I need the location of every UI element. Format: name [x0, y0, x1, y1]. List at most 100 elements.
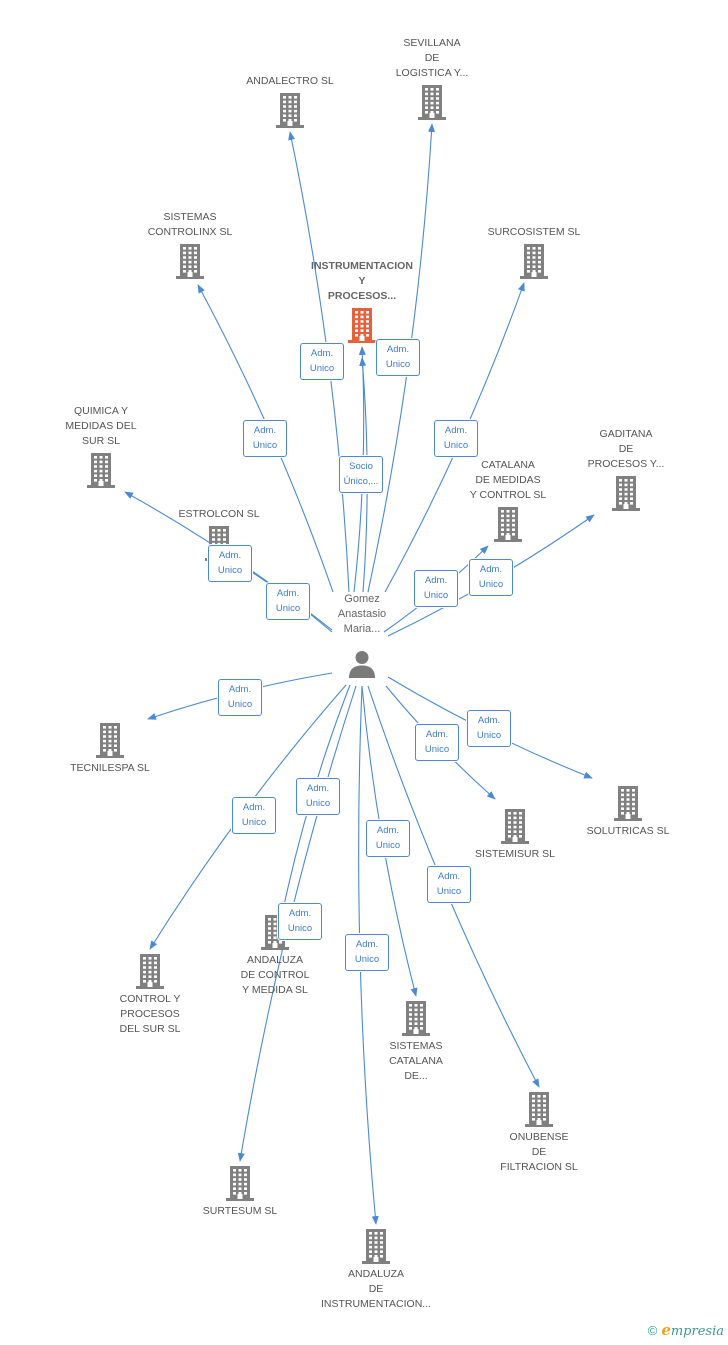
company-node-tecnilespa[interactable]: TECNILESPA SL — [50, 722, 170, 776]
role-badge-text: Socio — [349, 461, 373, 472]
role-badge-text: Unico — [443, 440, 469, 451]
role-badge-text: Adm. — [479, 564, 503, 575]
company-name-line: SISTEMISUR SL — [475, 848, 555, 860]
role-badge-text: Unico — [227, 699, 253, 710]
role-badge-instrumentacion-procesos[interactable]: Adm.Unico — [300, 343, 344, 380]
company-name-line: QUIMICA Y — [73, 405, 129, 417]
role-badge-sistemas-catalana[interactable]: Adm.Unico — [366, 820, 410, 857]
building-icon — [418, 85, 446, 120]
role-badge-text: Unico — [252, 440, 278, 451]
role-badge-sistemas-controlinx[interactable]: Adm. Unico — [243, 420, 287, 457]
building-icon — [520, 244, 548, 279]
role-badge-text: Unico — [385, 359, 411, 370]
company-name-line: SEVILLANA — [403, 37, 461, 49]
company-name-line: PROCESOS Y... — [587, 458, 665, 470]
role-badge-quimica-medidas[interactable]: Adm.Unico — [208, 545, 252, 582]
footer-brand[interactable]: © empresia — [648, 1321, 724, 1339]
role-badge-text: Unico — [478, 579, 504, 590]
role-badge-text: Adm. — [386, 344, 410, 355]
company-name-line: ANDALUZA — [246, 954, 303, 966]
role-badge-text: Único,... — [343, 476, 379, 487]
company-name-line: SURTESUM SL — [202, 1205, 278, 1217]
company-node-onubense[interactable]: ONUBENSE DE FILTRACION SL — [479, 1091, 599, 1175]
brand-logo: empresia — [661, 1321, 724, 1339]
company-name-line: LOGISTICA Y... — [395, 67, 469, 79]
role-badge-text: Adm. — [437, 871, 461, 882]
role-badge-tecnilespa[interactable]: Adm. Unico — [218, 679, 262, 716]
role-badge-catalana-medidas[interactable]: Adm.Unico — [414, 570, 458, 607]
company-name-line: Y MEDIDA SL — [242, 984, 308, 996]
copyright-icon: © — [647, 1322, 658, 1338]
company-name-line: FILTRACION SL — [500, 1161, 578, 1173]
company-name-line: DE — [424, 52, 440, 64]
company-name-line: CONTROLINX SL — [147, 226, 233, 238]
role-badge-gaditana[interactable]: Adm. Unico — [469, 559, 513, 596]
role-badge-text: Unico — [217, 565, 243, 576]
company-name: SOLUTRICAS SL — [568, 824, 688, 839]
role-badge-text: Adm. — [228, 684, 252, 695]
company-name: SURCOSISTEM SL — [474, 225, 594, 240]
company-node-sistemisur[interactable]: SISTEMISUR SL — [455, 808, 575, 862]
building-icon — [614, 786, 642, 821]
building-icon — [525, 1092, 553, 1127]
building-icon-highlighted — [348, 308, 376, 343]
company-node-solutricas[interactable]: SOLUTRICAS SL — [568, 785, 688, 839]
company-node-sistemas-catalana[interactable]: SISTEMAS CATALANA DE... — [356, 1000, 476, 1084]
role-badge-andaluza-control[interactable]: Adm.Unico — [278, 903, 322, 940]
company-name-line: ONUBENSE — [509, 1131, 569, 1143]
company-name-line: DE — [531, 1146, 547, 1158]
company-name-line: CATALANA — [389, 1055, 443, 1067]
role-badge-text: Unico — [275, 603, 301, 614]
company-name-line: TECNILESPA SL — [70, 762, 150, 774]
company-name-line: DE CONTROL — [240, 969, 310, 981]
company-name: SURTESUM SL — [180, 1204, 300, 1219]
company-name: TECNILESPA SL — [50, 761, 170, 776]
role-badge-surcosistem[interactable]: Adm.Unico — [434, 420, 478, 457]
role-badge-text: Adm. — [253, 425, 277, 436]
role-badge-solutricas[interactable]: Adm.Unico — [467, 710, 511, 747]
company-name-line: SOLUTRICAS SL — [586, 825, 670, 837]
role-badge-text: Adm. — [355, 939, 379, 950]
company-name-line: DEL SUR SL — [119, 1023, 181, 1035]
company-name-line: DE... — [404, 1070, 428, 1082]
building-icon — [362, 1229, 390, 1264]
role-badge-estrolcon[interactable]: Adm.Unico — [266, 583, 310, 620]
role-badge-onubense[interactable]: Adm.Unico — [427, 866, 471, 903]
role-badge-control-procesos-sur[interactable]: Adm.Unico — [232, 797, 276, 834]
company-name-line: PROCESOS — [120, 1008, 180, 1020]
role-badge-sevillana[interactable]: Adm. Unico — [376, 339, 420, 376]
company-name: ONUBENSE DE FILTRACION SL — [479, 1130, 599, 1175]
role-badge-text: Adm. — [306, 783, 330, 794]
role-badge-text: Unico — [305, 798, 331, 809]
company-node-surtesum[interactable]: SURTESUM SL — [180, 1165, 300, 1219]
company-node-sevillana[interactable]: SEVILLANA DE LOGISTICA Y... — [372, 36, 492, 120]
role-badge-andaluza-instrumentacion[interactable]: Adm.Unico — [345, 934, 389, 971]
role-badge-text: Unico — [287, 923, 313, 934]
role-badge-text: Adm. — [425, 729, 449, 740]
role-badge-sistemisur[interactable]: Adm. Unico — [415, 724, 459, 761]
role-badge-text: Adm. — [376, 825, 400, 836]
company-node-surcosistem[interactable]: SURCOSISTEM SL — [474, 225, 594, 279]
company-name: ANDALUZA DE CONTROL Y MEDIDA SL — [215, 953, 335, 998]
role-badge-surtesum[interactable]: Adm. Unico — [296, 778, 340, 815]
building-icon — [494, 507, 522, 542]
building-icon — [501, 809, 529, 844]
company-name-line: Y — [358, 275, 366, 287]
person-node[interactable]: Gomez Anastasio Maria... — [317, 592, 407, 679]
role-badge-text: Unico — [424, 744, 450, 755]
company-node-andalectro[interactable]: ANDALECTRO SL — [230, 74, 350, 128]
company-name-line: SISTEMAS — [389, 1040, 443, 1052]
building-icon — [276, 93, 304, 128]
